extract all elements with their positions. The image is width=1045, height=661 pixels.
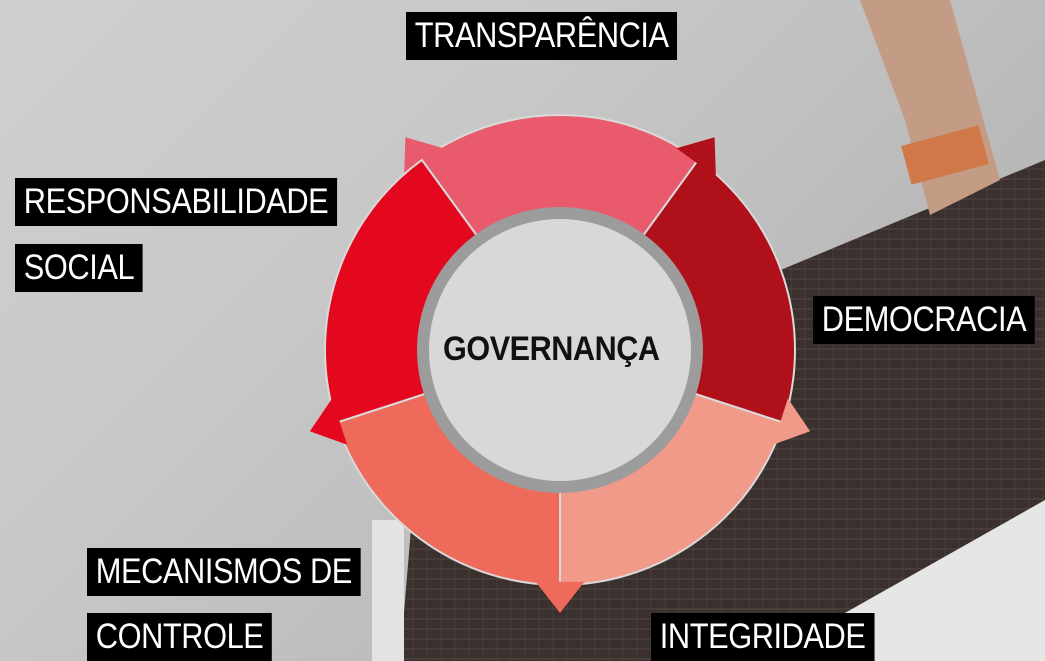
label-democracia: DEMOCRACIA xyxy=(813,296,1035,344)
label-mecanismos-line2: CONTROLE xyxy=(87,613,273,661)
label-responsabilidade-line2: SOCIAL xyxy=(15,244,143,292)
label-transparencia: TRANSPARÊNCIA xyxy=(406,12,678,60)
segment-integridade-arrow xyxy=(772,398,811,445)
segment-democracia-arrow xyxy=(676,137,716,177)
segment-mecanismos-arrow xyxy=(535,581,585,613)
label-mecanismos-line1: MECANISMOS DE xyxy=(87,548,361,596)
center-title: GOVERNANÇA xyxy=(443,330,660,368)
segment-responsabilidade-arrow xyxy=(309,398,348,445)
center-circle xyxy=(429,219,691,481)
label-responsabilidade-line1: RESPONSABILIDADE xyxy=(15,178,338,226)
label-integridade: INTEGRIDADE xyxy=(651,613,875,661)
